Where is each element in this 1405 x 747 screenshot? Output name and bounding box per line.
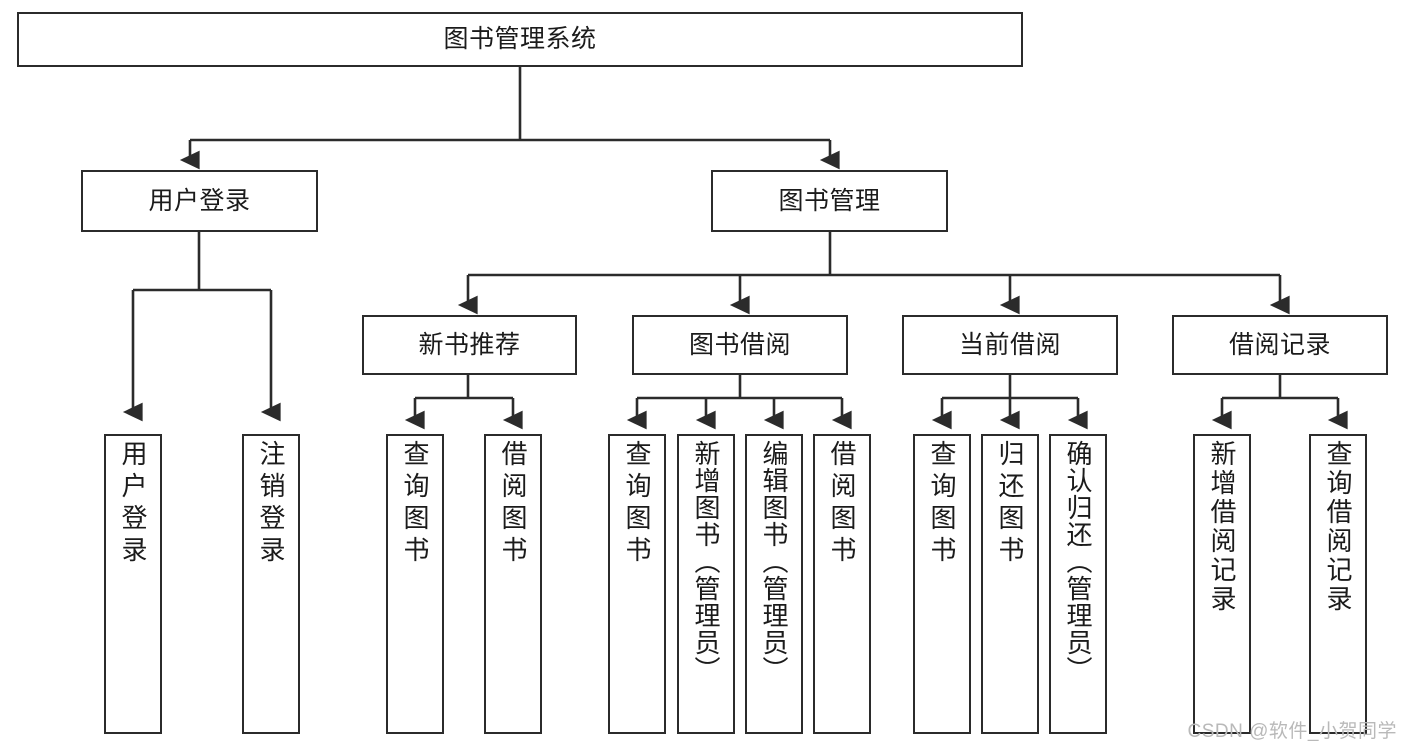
node-label: 查询图书: [400, 440, 430, 568]
node-label: 新增借阅记录: [1207, 440, 1237, 614]
node-label: 当前借阅: [958, 330, 1061, 359]
node-leaf-logout[interactable]: 注销登录: [242, 434, 300, 734]
node-leaf-add-borrow-record[interactable]: 新增借阅记录: [1193, 434, 1251, 734]
node-user-login[interactable]: 用户登录: [81, 170, 318, 232]
node-leaf-confirm-return-admin[interactable]: 确认归还（管理员）: [1049, 434, 1107, 734]
node-label: 借阅图书: [827, 440, 857, 568]
node-leaf-edit-book-admin[interactable]: 编辑图书（管理员）: [745, 434, 803, 734]
node-borrow-record[interactable]: 借阅记录: [1172, 315, 1388, 375]
node-leaf-query-book-current[interactable]: 查询图书: [913, 434, 971, 734]
node-label: 注销登录: [256, 440, 286, 568]
node-label: 借阅图书: [498, 440, 528, 568]
node-leaf-query-borrow-record[interactable]: 查询借阅记录: [1309, 434, 1367, 734]
node-leaf-add-book-admin[interactable]: 新增图书（管理员）: [677, 434, 735, 734]
node-label: 借阅记录: [1228, 330, 1331, 359]
node-label: 编辑图书（管理员）: [759, 440, 789, 683]
node-leaf-return-book[interactable]: 归还图书: [981, 434, 1039, 734]
watermark-text: CSDN @软件_小贺同学: [1187, 721, 1397, 742]
node-leaf-user-login[interactable]: 用户登录: [104, 434, 162, 734]
node-label: 新书推荐: [418, 330, 521, 359]
node-leaf-query-book-borrow[interactable]: 查询图书: [608, 434, 666, 734]
node-label: 用户登录: [148, 186, 251, 215]
node-current-borrow[interactable]: 当前借阅: [902, 315, 1118, 375]
node-label: 查询借阅记录: [1323, 440, 1353, 614]
node-root-system[interactable]: 图书管理系统: [17, 12, 1023, 67]
node-label: 新增图书（管理员）: [691, 440, 721, 683]
node-leaf-query-book-recommend[interactable]: 查询图书: [386, 434, 444, 734]
node-leaf-borrow-book[interactable]: 借阅图书: [813, 434, 871, 734]
node-label: 确认归还（管理员）: [1063, 440, 1093, 683]
node-book-borrow[interactable]: 图书借阅: [632, 315, 848, 375]
node-label: 归还图书: [995, 440, 1025, 568]
node-book-management[interactable]: 图书管理: [711, 170, 948, 232]
node-new-book-recommend[interactable]: 新书推荐: [362, 315, 577, 375]
node-leaf-borrow-book-recommend[interactable]: 借阅图书: [484, 434, 542, 734]
node-label: 图书管理: [778, 186, 881, 215]
node-label: 查询图书: [927, 440, 957, 568]
node-label: 用户登录: [118, 440, 148, 568]
node-label: 查询图书: [622, 440, 652, 568]
node-label: 图书管理系统: [443, 25, 597, 54]
node-label: 图书借阅: [688, 330, 791, 359]
